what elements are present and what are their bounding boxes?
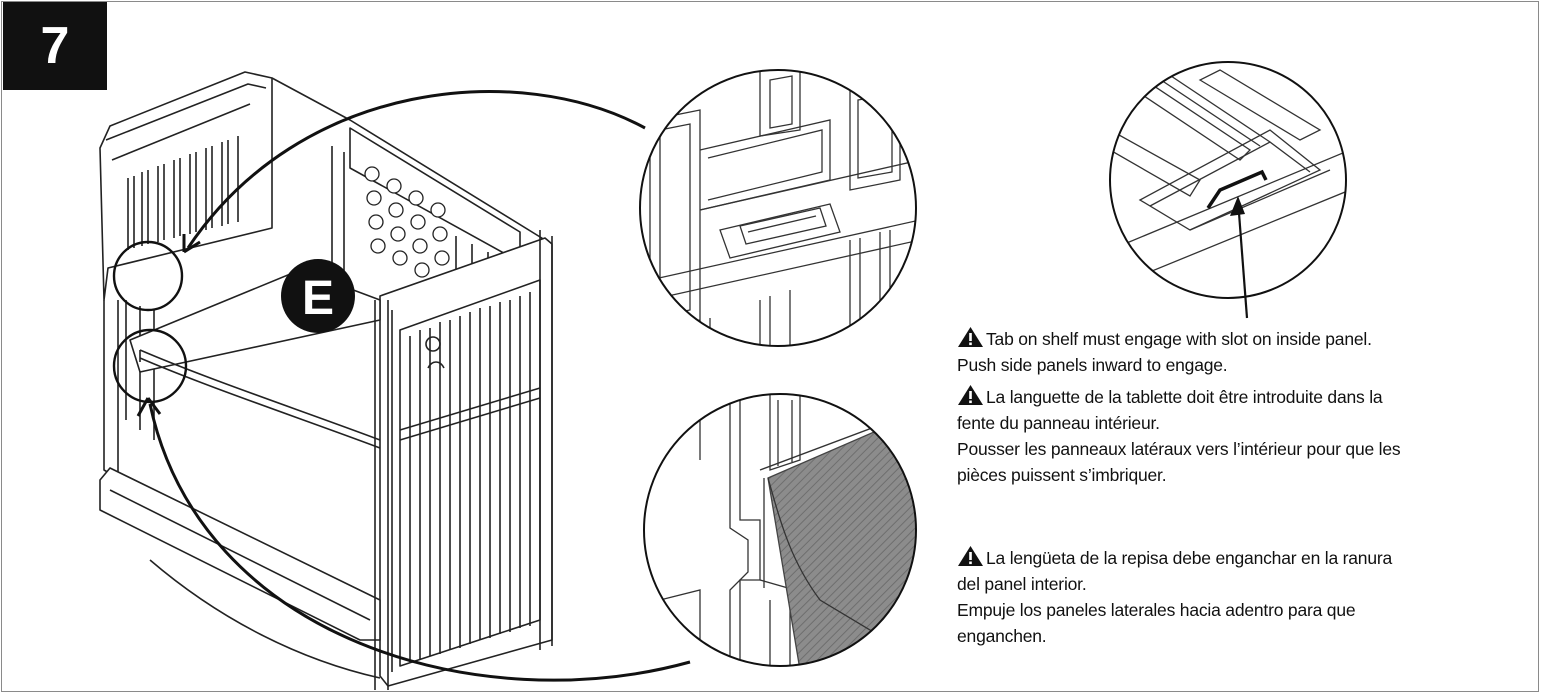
warning-text-line: Pousser les panneaux latéraux vers l’int… [957,439,1401,459]
warning-text-line: Tab on shelf must engage with slot on in… [986,329,1372,349]
warning-text-line: fente du panneau intérieur. [957,413,1160,433]
warning-text-line: La languette de la tablette doit être in… [986,387,1383,407]
warning-note-english: Tab on shelf must engage with slot on in… [957,326,1517,378]
warning-text-line: del panel interior. [957,574,1087,594]
arrow-to-lower-callout [148,403,691,682]
callout-arrows [136,90,691,682]
warning-text-line: Push side panels inward to engage. [957,355,1228,375]
warning-icon [957,326,984,348]
warning-icon [957,545,984,567]
part-label-e: E [302,272,334,325]
warning-text-line: enganchen. [957,626,1047,646]
step-number-badge: 7 [3,2,107,90]
detail-circle-tab [643,393,917,667]
warning-note-spanish: La lengüeta de la repisa debe enganchar … [957,545,1517,649]
warning-icon [957,384,984,406]
warning-note-french: La languette de la tablette doit être in… [957,384,1517,488]
part-label-e-badge: E [281,259,355,333]
warning-text-line: Empuje los paneles laterales hacia adent… [957,600,1356,620]
cabinet-drawing [99,71,553,690]
callout-circle-upper [112,240,184,312]
detail-circle-slot [639,69,917,347]
arrow-to-upper-callout [186,90,646,249]
warning-text-line: La lengüeta de la repisa debe enganchar … [986,548,1393,568]
warning-text-line: pièces puissent s’imbriquer. [957,465,1167,485]
detail-circle-top-view [1109,61,1347,319]
